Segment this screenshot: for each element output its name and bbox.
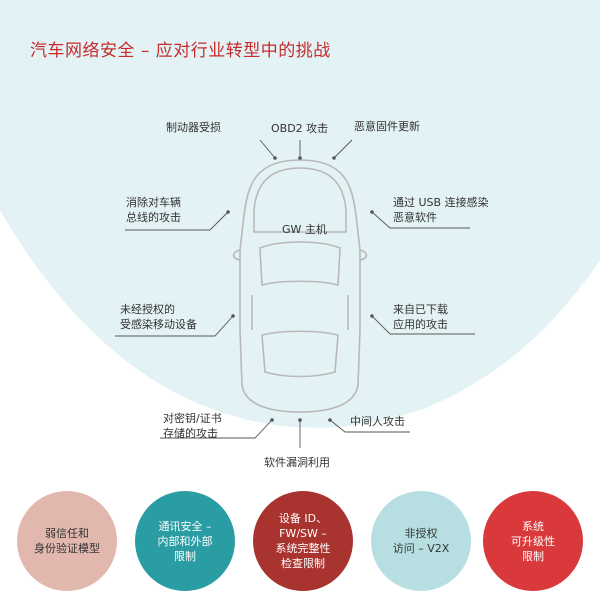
label-download-line-2: 应用的攻击 <box>393 318 448 331</box>
label-keys-line-1: 对密钥/证书 <box>163 412 222 425</box>
circle-trust-line-1: 弱信任和 <box>45 527 89 540</box>
label-usb: 通过 USB 连接感染 恶意软件 <box>393 195 489 225</box>
label-mobile: 未经授权的 受感染移动设备 <box>120 302 197 332</box>
label-obd2-line: OBD2 攻击 <box>271 122 329 135</box>
circle-upgrade-line-1: 系统 <box>522 519 544 533</box>
label-firmware-line: 恶意固件更新 <box>354 120 420 133</box>
label-vuln: 软件漏洞利用 <box>264 455 330 470</box>
label-download: 来自已下载 应用的攻击 <box>393 302 448 332</box>
label-mobile-line-2: 受感染移动设备 <box>120 318 197 331</box>
leader-lines <box>115 139 475 448</box>
circle-comm-line-1: 通讯安全 – <box>158 519 212 533</box>
circle-comm-line-2: 内部和外部 <box>157 534 213 548</box>
circle-integrity: 设备 ID、 FW/SW – 系统完整性 检查限制 <box>253 491 353 591</box>
label-bus-attack-line-2: 总线的攻击 <box>126 211 181 224</box>
circle-comm-line-3: 限制 <box>174 549 196 563</box>
circle-comm: 通讯安全 – 内部和外部 限制 <box>135 491 235 591</box>
label-brake-line: 制动器受损 <box>166 121 221 134</box>
circle-integrity-line-1: 设备 ID、 <box>278 512 328 525</box>
label-vuln-line: 软件漏洞利用 <box>264 456 330 469</box>
label-bus-attack-line-1: 消除对车辆 <box>126 196 181 209</box>
label-brake: 制动器受损 <box>166 120 221 135</box>
label-usb-line-2: 恶意软件 <box>393 211 437 224</box>
circle-upgrade-line-3: 限制 <box>522 549 544 563</box>
leader-dots <box>226 156 374 422</box>
label-mitm-line: 中间人攻击 <box>350 415 405 428</box>
label-obd2: OBD2 攻击 <box>271 121 328 136</box>
label-usb-line-1: 通过 USB 连接感染 <box>393 196 489 209</box>
label-firmware: 恶意固件更新 <box>354 119 420 134</box>
label-download-line-1: 来自已下载 <box>393 303 448 316</box>
label-keys: 对密钥/证书 存储的攻击 <box>163 411 222 441</box>
circle-trust-line-2: 身份验证模型 <box>34 542 100 555</box>
gateway-host-label: GW 主机 <box>282 223 327 236</box>
circle-v2x: 非授权 访问 – V2X <box>371 491 471 591</box>
label-keys-line-2: 存储的攻击 <box>163 427 218 440</box>
circle-integrity-line-3: 系统完整性 <box>275 542 331 555</box>
circle-v2x-line-2: 访问 – V2X <box>392 542 450 555</box>
circle-upgrade: 系统 可升级性 限制 <box>483 491 583 591</box>
circle-trust: 弱信任和 身份验证模型 <box>17 491 117 591</box>
label-mitm: 中间人攻击 <box>350 414 405 429</box>
label-bus-attack: 消除对车辆 总线的攻击 <box>126 195 181 225</box>
label-mobile-line-1: 未经授权的 <box>120 303 175 316</box>
page-title: 汽车网络安全 – 应对行业转型中的挑战 <box>30 41 331 61</box>
circle-integrity-line-2: FW/SW – <box>279 527 327 540</box>
circle-v2x-line-1: 非授权 <box>404 527 438 540</box>
car-outline <box>232 159 368 413</box>
circle-integrity-line-4: 检查限制 <box>281 557 325 570</box>
circle-upgrade-line-2: 可升级性 <box>511 534 555 548</box>
